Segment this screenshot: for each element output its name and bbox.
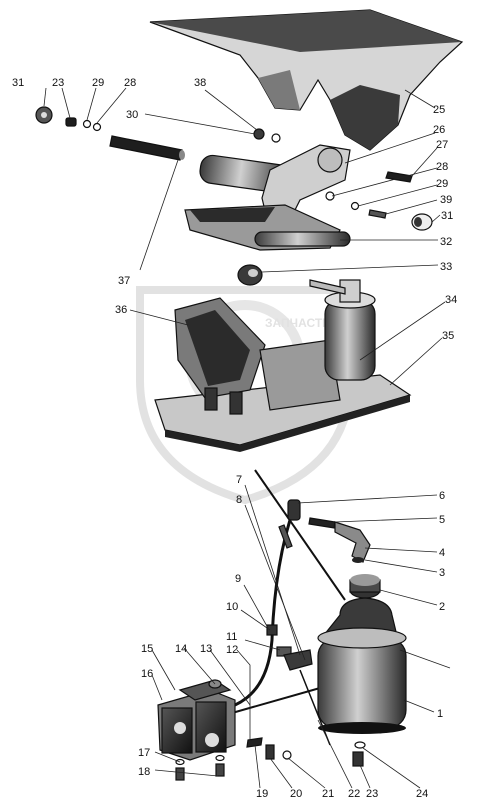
callout-15: 15 — [141, 643, 153, 655]
callout-18: 18 — [138, 766, 150, 778]
callout-35: 35 — [442, 330, 454, 342]
part-25-mounting-bracket — [149, 9, 464, 151]
part-21-washer — [282, 750, 292, 760]
callout-labels: 1 2 3 4 5 6 7 8 9 10 11 12 13 14 15 16 1… — [12, 77, 457, 800]
callout-36: 36 — [115, 304, 127, 316]
callout-32: 32 — [440, 236, 452, 248]
callout-33: 33 — [440, 261, 452, 273]
callout-37: 37 — [118, 275, 130, 287]
callout-30: 30 — [126, 109, 138, 121]
part-34-chamber — [309, 279, 376, 381]
callout-23-bottom: 23 — [366, 788, 378, 800]
callout-24: 24 — [416, 788, 428, 800]
part-6-fitting — [278, 499, 301, 549]
callout-16: 16 — [141, 668, 153, 680]
callout-10: 10 — [226, 601, 238, 613]
part-27-pin-right — [385, 171, 413, 183]
part-23-bolt-bottom — [352, 751, 364, 767]
callout-8: 8 — [236, 494, 242, 506]
part-24-washer-bottom — [354, 741, 366, 749]
part-16-valve-block — [157, 689, 236, 761]
part-2-cap — [349, 574, 381, 599]
part-37-long-pin — [109, 135, 185, 161]
callout-5: 5 — [439, 514, 445, 526]
part-4-elbow — [334, 521, 371, 563]
watermark-right-text: ЗАПЧАСТИ — [265, 316, 331, 330]
callout-29-left: 29 — [92, 77, 104, 89]
callout-39: 39 — [440, 194, 452, 206]
part-28-washer-left — [92, 122, 102, 132]
part-19-pin — [246, 737, 263, 748]
callout-26: 26 — [433, 124, 445, 136]
callout-21: 21 — [322, 788, 334, 800]
callout-9: 9 — [235, 573, 241, 585]
part-36-valve-body — [174, 297, 341, 415]
callout-6: 6 — [439, 490, 445, 502]
callout-3: 3 — [439, 567, 445, 579]
callout-23-left: 23 — [52, 77, 64, 89]
callout-4: 4 — [439, 547, 445, 559]
part-10-clip — [266, 624, 278, 636]
callout-14: 14 — [175, 643, 187, 655]
part-39-bolt-right — [368, 209, 387, 219]
callout-25: 25 — [433, 104, 445, 116]
callout-12: 12 — [226, 644, 238, 656]
callout-1: 1 — [437, 708, 443, 720]
part-38-bushing — [253, 128, 281, 143]
part-32-lower-arm — [184, 204, 351, 251]
callout-13: 13 — [200, 643, 212, 655]
callout-22: 22 — [348, 788, 360, 800]
callout-2: 2 — [439, 601, 445, 613]
callout-34: 34 — [445, 294, 457, 306]
callout-29-right: 29 — [436, 178, 448, 190]
callout-17: 17 — [138, 747, 150, 759]
part-23-bolt-left — [65, 117, 77, 127]
part-33-roller — [237, 264, 263, 286]
callout-38: 38 — [194, 77, 206, 89]
part-28-washer-right — [325, 191, 335, 201]
callout-11: 11 — [226, 631, 237, 643]
part-5-connector — [308, 517, 336, 529]
callout-28-left: 28 — [124, 77, 136, 89]
callout-19: 19 — [256, 788, 268, 800]
part-31-nut-right — [411, 213, 433, 231]
part-1-reservoir — [317, 597, 407, 734]
part-31-nut-left — [35, 106, 53, 124]
callout-28-right: 28 — [436, 161, 448, 173]
part-20-bolt — [265, 744, 275, 760]
callout-7: 7 — [236, 474, 242, 486]
callout-31-left: 31 — [12, 77, 24, 89]
leader-lines — [43, 87, 451, 789]
part-29-washer-left — [82, 119, 92, 129]
callout-27: 27 — [436, 139, 448, 151]
callout-31-right: 31 — [441, 210, 453, 222]
callout-20: 20 — [290, 788, 302, 800]
part-22-rod — [299, 669, 331, 746]
part-18-bolts — [175, 763, 225, 781]
part-12-nut — [283, 649, 313, 671]
part-29-washer-right — [350, 201, 360, 211]
